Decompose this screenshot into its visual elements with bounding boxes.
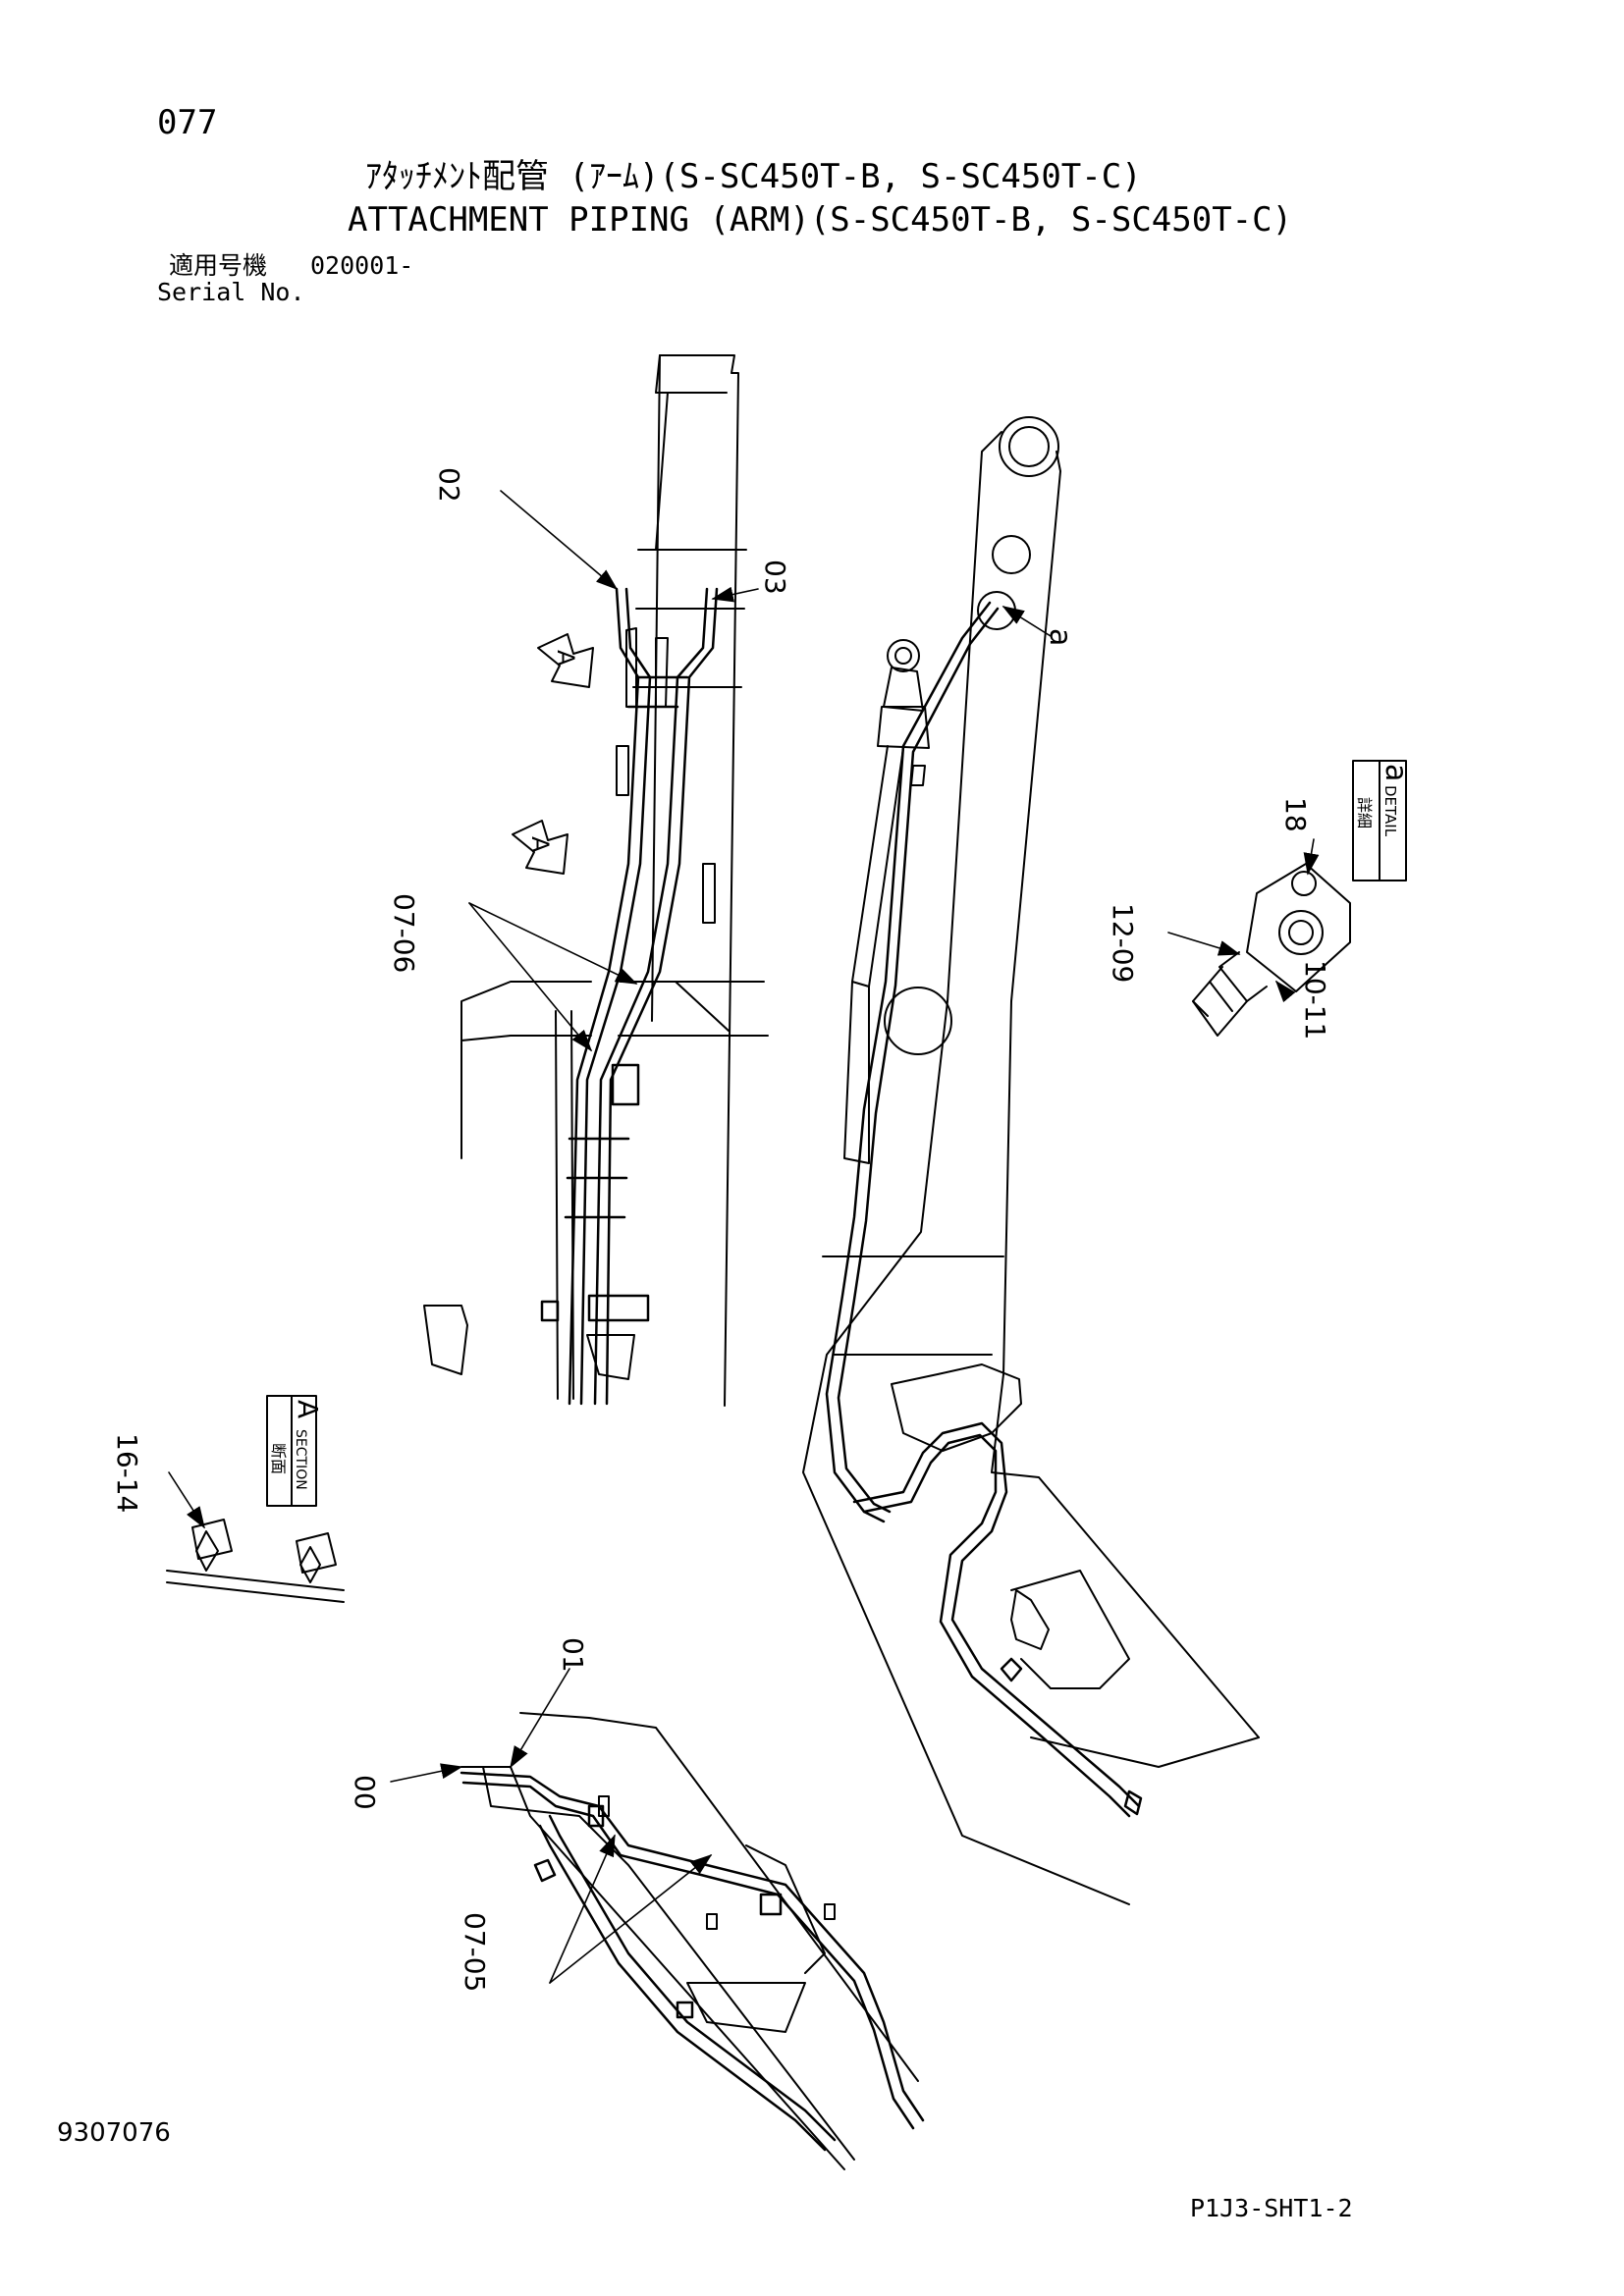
page-number: 077 xyxy=(157,103,218,142)
title-japanese: ｱﾀｯﾁﾒﾝﾄ配管 (ｱｰﾑ)(S-SC450T-B, S-SC450T-C) xyxy=(365,157,1142,196)
leader-lines xyxy=(168,490,1320,1984)
detail-label-en: DETAIL xyxy=(1381,785,1399,837)
callout-16-14: 16-14 xyxy=(111,1433,143,1513)
callout-01: 01 xyxy=(557,1637,589,1673)
serial-label-english: Serial No. xyxy=(157,278,305,306)
section-label-letter: A xyxy=(292,1400,324,1418)
arm-top-view xyxy=(423,354,769,1407)
callout-18: 18 xyxy=(1279,797,1312,832)
sheet-identifier: P1J3-SHT1-2 xyxy=(1190,2194,1353,2222)
callout-00: 00 xyxy=(349,1775,381,1810)
arm-pipes xyxy=(540,587,719,1406)
document-number: 9307076 xyxy=(57,2118,171,2148)
arm-bottom-view xyxy=(460,1712,919,2170)
bottom-view-pipes xyxy=(460,1771,925,2152)
serial-number-value: 020001- xyxy=(310,251,414,280)
side-view-pipe xyxy=(825,601,1143,1818)
callout-03: 03 xyxy=(759,560,791,595)
section-a-clamps xyxy=(166,1519,345,1603)
detail-label-jp: 詳細 xyxy=(1355,797,1374,828)
callout-a: a xyxy=(1043,628,1077,646)
detail-label-letter: a xyxy=(1379,764,1413,781)
title-english: ATTACHMENT PIPING (ARM)(S-SC450T-B, S-SC… xyxy=(348,200,1293,240)
section-label-en: SECTION xyxy=(293,1429,308,1490)
arm-side-view xyxy=(802,416,1260,1905)
arm-cylinder xyxy=(843,639,930,1164)
callout-02: 02 xyxy=(433,467,465,503)
view-arrows xyxy=(512,633,594,875)
callout-12-09: 12-09 xyxy=(1107,903,1139,983)
callout-07-06: 07-06 xyxy=(388,893,420,973)
view-marker-a-2: A xyxy=(526,836,554,853)
section-label-jp: 断面 xyxy=(269,1443,288,1474)
callout-07-05: 07-05 xyxy=(459,1912,491,1992)
view-marker-a-1: A xyxy=(552,650,579,667)
serial-label-japanese: 適用号機 xyxy=(169,251,268,280)
callout-10-11: 10-11 xyxy=(1299,960,1331,1040)
